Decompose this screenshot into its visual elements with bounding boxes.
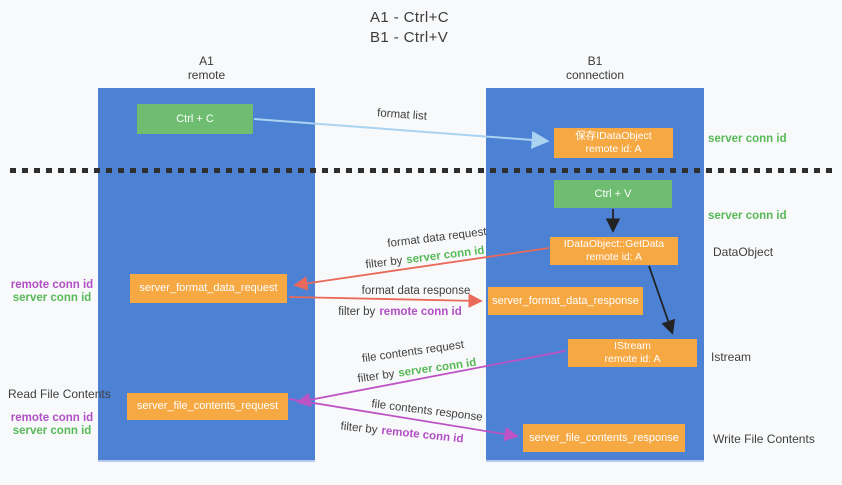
getdata-line1: IDataObject::GetData bbox=[563, 238, 665, 250]
left-remote-conn-id-bottom: remote conn id bbox=[10, 412, 94, 424]
title-line-1: A1 - Ctrl+C bbox=[370, 9, 449, 26]
lifeline-b1-role: connection bbox=[565, 68, 625, 82]
file-contents-request-arrow bbox=[296, 350, 566, 407]
lifeline-b1-name: B1 bbox=[587, 54, 603, 68]
ctrl-v-label: Ctrl + V bbox=[594, 187, 632, 200]
server-file-contents-request-label: server_file_contents_request bbox=[136, 400, 279, 412]
lifeline-a1-role: remote bbox=[187, 68, 226, 82]
getdata-to-istream-arrow bbox=[648, 265, 676, 335]
read-file-contents-label: Read File Contents bbox=[8, 387, 111, 401]
write-file-contents-label: Write File Contents bbox=[713, 432, 815, 446]
dataobject-label: DataObject bbox=[713, 245, 774, 259]
getdata-line2: remote id: A bbox=[585, 251, 643, 263]
server-format-data-request-box: server_format_data_request bbox=[130, 274, 287, 303]
save-dataobject-box: 保存IDataObject remote id: A bbox=[554, 128, 673, 158]
server-format-data-response-box: server_format_data_response bbox=[488, 287, 643, 315]
right-server-conn-id-top: server conn id bbox=[708, 133, 787, 145]
lifeline-a1-header: A1 remote bbox=[98, 54, 315, 82]
istream-side-label: Istream bbox=[711, 350, 752, 364]
left-server-conn-id-top: server conn id bbox=[12, 292, 92, 304]
diagram-title: A1 - Ctrl+C B1 - Ctrl+V bbox=[370, 8, 449, 48]
format-data-request-arrow bbox=[293, 247, 550, 291]
filter-by-text: filter by bbox=[338, 306, 376, 318]
file-contents-response-arrow bbox=[288, 398, 519, 442]
istream-box: IStream remote id: A bbox=[568, 339, 697, 367]
save-dataobject-line1: 保存IDataObject bbox=[575, 130, 652, 142]
format-data-response-label: format data response bbox=[361, 285, 471, 297]
lifeline-b1-header: B1 connection bbox=[486, 54, 704, 82]
left-server-conn-id-bottom: server conn id bbox=[12, 425, 92, 437]
lifeline-a1-name: A1 bbox=[199, 54, 214, 68]
server-file-contents-response-box: server_file_contents_response bbox=[523, 424, 685, 452]
remote-conn-id-text: remote conn id bbox=[379, 306, 462, 318]
format-list-arrow bbox=[253, 118, 550, 149]
left-conn-id-group-top: remote conn id server conn id bbox=[8, 279, 96, 305]
server-format-data-request-label: server_format_data_request bbox=[139, 282, 278, 294]
istream-line1: IStream bbox=[614, 340, 651, 352]
ctrl-c-label: Ctrl + C bbox=[176, 112, 214, 125]
server-file-contents-response-label: server_file_contents_response bbox=[529, 431, 679, 444]
phase-separator-line bbox=[10, 168, 834, 173]
left-conn-id-group-bottom: remote conn id server conn id bbox=[8, 412, 96, 438]
istream-line2: remote id: A bbox=[604, 353, 661, 365]
server-file-contents-request-box: server_file_contents_request bbox=[127, 393, 288, 420]
getdata-box: IDataObject::GetData remote id: A bbox=[550, 237, 678, 265]
save-dataobject-line2: remote id: A bbox=[585, 143, 642, 155]
ctrl-v-box: Ctrl + V bbox=[554, 180, 672, 208]
left-remote-conn-id-top: remote conn id bbox=[10, 279, 94, 291]
ctrl-c-box: Ctrl + C bbox=[137, 104, 253, 134]
title-line-2: B1 - Ctrl+V bbox=[370, 29, 449, 46]
format-data-response-arrow bbox=[288, 293, 483, 308]
server-format-data-response-label: server_format_data_response bbox=[492, 294, 639, 307]
right-server-conn-id-mid: server conn id bbox=[708, 210, 787, 222]
